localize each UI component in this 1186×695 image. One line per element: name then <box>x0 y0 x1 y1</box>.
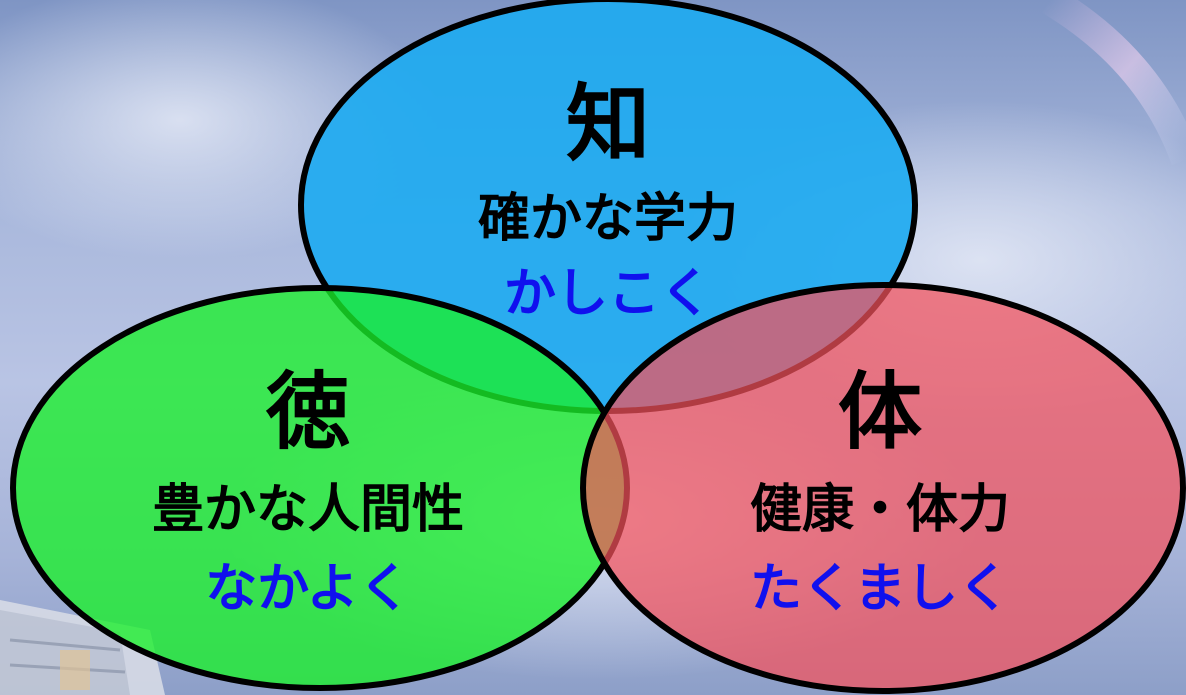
body-circle <box>580 282 1186 694</box>
body-subtitle: たくましく <box>749 559 1010 619</box>
morality-kanji: 徳 <box>265 363 350 461</box>
building-corner <box>0 600 165 695</box>
body-title: 健康・体力 <box>749 480 1010 540</box>
morality-title: 豊かな人間性 <box>151 480 464 540</box>
knowledge-title: 確かな学力 <box>477 189 738 249</box>
morality-subtitle: なかよく <box>205 559 411 619</box>
knowledge-kanji: 知 <box>565 75 650 173</box>
body-kanji: 体 <box>837 363 922 461</box>
knowledge-subtitle: かしこく <box>503 264 712 324</box>
